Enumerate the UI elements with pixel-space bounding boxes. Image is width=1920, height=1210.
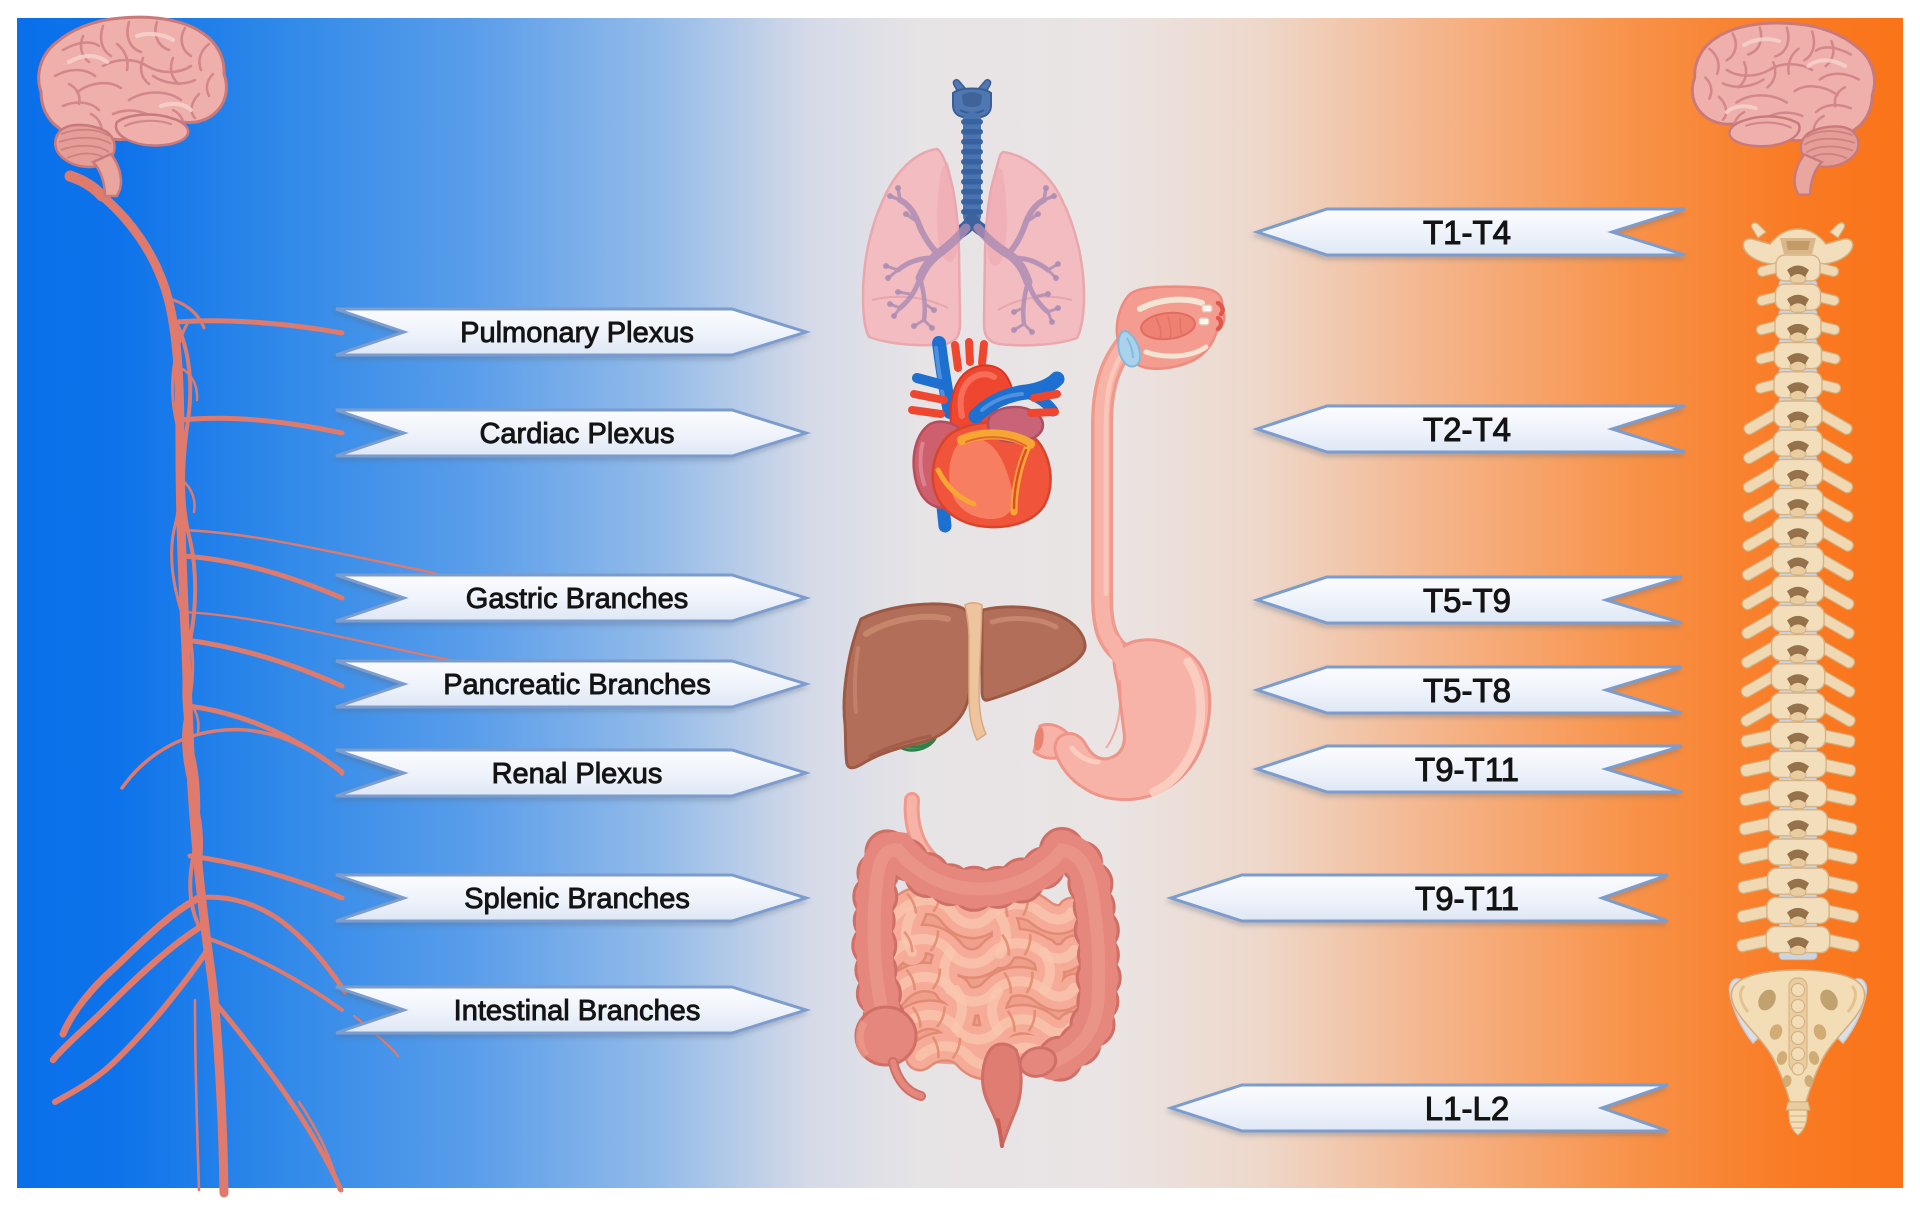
banner-arrow-shape bbox=[335, 573, 812, 623]
left-banner-1: Cardiac Plexus bbox=[335, 408, 812, 458]
right-banner-4: T9-T11 bbox=[1252, 744, 1683, 794]
brain-right-illustration bbox=[1690, 21, 1876, 196]
liver-right-lobe bbox=[980, 605, 1087, 702]
vertebra bbox=[1755, 312, 1841, 347]
banner-label: Renal Plexus bbox=[492, 758, 663, 790]
banner-label: Pulmonary Plexus bbox=[460, 317, 694, 349]
banner-arrow-shape bbox=[335, 659, 812, 709]
banner-label: T1-T4 bbox=[1423, 214, 1511, 251]
lungs-trachea-illustration bbox=[861, 79, 1086, 347]
banner-label: Gastric Branches bbox=[466, 583, 688, 615]
vertebra bbox=[1739, 750, 1857, 785]
left-banner-5: Splenic Branches bbox=[335, 873, 812, 923]
superior-vena-cava bbox=[932, 336, 957, 419]
large-intestine-illustration bbox=[851, 827, 1122, 1148]
vertebra bbox=[1742, 487, 1854, 523]
banner-arrow-shape bbox=[1252, 575, 1683, 625]
vertebra bbox=[1741, 546, 1855, 581]
vertebra bbox=[1741, 575, 1855, 611]
vertebra bbox=[1742, 429, 1854, 465]
left-banner-0: Pulmonary Plexus bbox=[335, 307, 812, 357]
heart-illustration bbox=[908, 336, 1065, 533]
brain-left-illustration bbox=[37, 15, 228, 198]
banner-label: T9-T11 bbox=[1415, 751, 1519, 788]
spine-atlas bbox=[1742, 222, 1854, 265]
banner-label: T9-T11 bbox=[1415, 880, 1519, 917]
banner-arrow-shape bbox=[335, 307, 812, 357]
banner-label: L1-L2 bbox=[1425, 1090, 1509, 1127]
small-intestine-illustration bbox=[874, 884, 1090, 1081]
left-banner-4: Renal Plexus bbox=[335, 748, 812, 798]
right-banner-5: T9-T11 bbox=[1166, 873, 1669, 923]
right-banner-6: L1-L2 bbox=[1166, 1083, 1669, 1133]
vertebra bbox=[1738, 809, 1858, 844]
vertebra bbox=[1740, 663, 1856, 698]
vertebra bbox=[1755, 341, 1841, 377]
spine-sacrum bbox=[1728, 969, 1868, 1136]
right-banner-3: T5-T8 bbox=[1252, 665, 1683, 715]
banner-arrow-shape bbox=[1252, 744, 1683, 794]
vertebra bbox=[1736, 896, 1860, 931]
banner-label: T2-T4 bbox=[1423, 411, 1511, 448]
liver-illustration bbox=[842, 602, 1087, 770]
vertebra bbox=[1736, 925, 1860, 961]
falciform-ligament bbox=[964, 602, 987, 742]
spine-illustration bbox=[1728, 222, 1868, 1136]
banner-label: Cardiac Plexus bbox=[479, 418, 674, 450]
vertebra bbox=[1742, 458, 1854, 494]
vertebra bbox=[1740, 721, 1856, 756]
banner-arrow-shape bbox=[1166, 873, 1669, 923]
right-banner-0: T1-T4 bbox=[1252, 207, 1686, 257]
vertebra bbox=[1741, 604, 1855, 640]
banner-label: Pancreatic Branches bbox=[443, 669, 711, 701]
vertebra bbox=[1743, 400, 1853, 435]
right-banner-1: T2-T4 bbox=[1252, 404, 1686, 454]
banner-arrow-shape bbox=[1252, 665, 1683, 715]
right-banner-2: T5-T9 bbox=[1252, 575, 1683, 625]
vertebra bbox=[1740, 633, 1856, 669]
left-banner-2: Gastric Branches bbox=[335, 573, 812, 623]
left-banner-3: Pancreatic Branches bbox=[335, 659, 812, 709]
liver-left-lobe bbox=[842, 602, 973, 770]
banner-label: T5-T9 bbox=[1423, 582, 1511, 619]
banner-arrow-shape bbox=[1252, 404, 1686, 454]
stomach-illustration bbox=[903, 634, 1212, 866]
banner-label: Intestinal Branches bbox=[454, 995, 701, 1027]
banner-label: T5-T8 bbox=[1423, 672, 1511, 709]
banner-arrow-shape bbox=[335, 873, 812, 923]
banner-label: Splenic Branches bbox=[464, 883, 690, 915]
vertebra bbox=[1756, 254, 1840, 289]
banner-arrow-shape bbox=[335, 985, 812, 1035]
rectum bbox=[981, 1042, 1023, 1148]
banner-arrow-shape bbox=[1166, 1083, 1669, 1133]
left-banner-6: Intestinal Branches bbox=[335, 985, 812, 1035]
trachea bbox=[963, 112, 981, 224]
epiglottis bbox=[1117, 330, 1142, 368]
banner-arrow-shape bbox=[1252, 207, 1686, 257]
banner-arrow-shape bbox=[335, 748, 812, 798]
banner-arrow-shape bbox=[335, 408, 812, 458]
